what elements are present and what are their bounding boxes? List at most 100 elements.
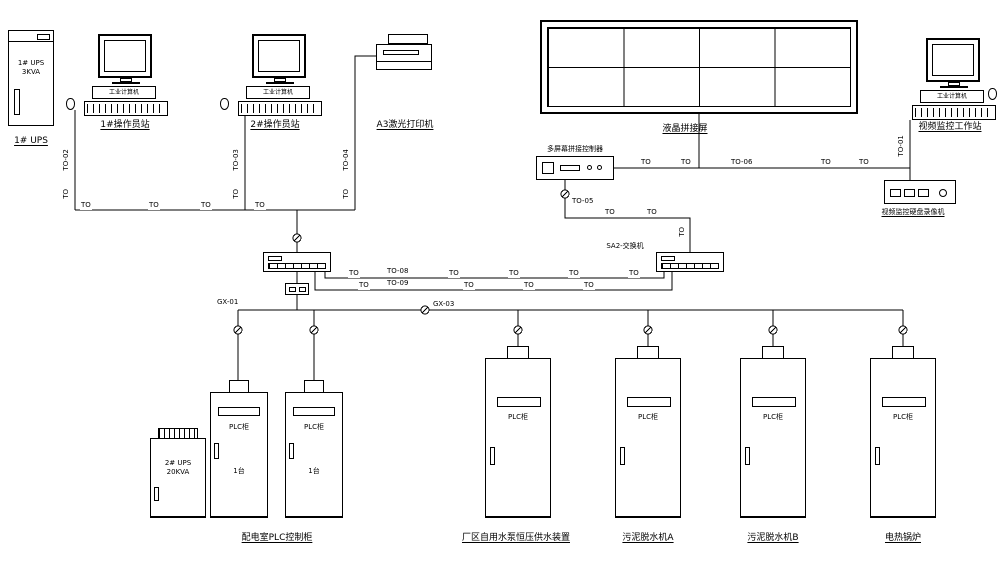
caption-power-room: 配电室PLC控制柜 (241, 533, 313, 543)
wall-controller (536, 156, 614, 180)
ups1-caption: 1# UPS (14, 136, 48, 146)
cable-tick: TO (508, 269, 520, 278)
plc-cabinet-6: PLC柜 (870, 346, 936, 518)
switch-led-panel (661, 256, 675, 261)
ups1-indicator (37, 34, 50, 40)
switch-ports (268, 263, 326, 269)
cabinet-body: PLC柜 (485, 358, 551, 518)
dvr-port (918, 189, 929, 197)
junction-slash (514, 326, 522, 334)
monitor-stand (948, 82, 960, 86)
ups2-nameplate: 2# UPS 20KVA (151, 459, 205, 477)
operator1-station: 工业计算机 (66, 34, 186, 118)
cable-label-to09: TO-09 (386, 279, 410, 288)
cabinet-label: PLC柜 (507, 413, 528, 421)
cabinet-body: PLC柜 1台 (210, 392, 268, 518)
cable-tick: TO (820, 158, 832, 167)
keyboard-keys (87, 104, 165, 113)
cable-label-to02: TO-02 (62, 144, 71, 175)
network-switch-right (656, 252, 724, 272)
cabinet-body: PLC柜 1台 (285, 392, 343, 518)
cable-tick: TO (628, 269, 640, 278)
media-converter (285, 283, 309, 295)
cabinet-body: PLC柜 (870, 358, 936, 518)
cable-tick: TO (640, 158, 652, 167)
dvr-knob (939, 189, 947, 197)
cabinet-handle (745, 447, 750, 465)
monitor-screen (104, 40, 146, 72)
switch-ports (661, 263, 719, 269)
caption-sludge-b: 污泥脱水机B (747, 533, 799, 543)
monitor-screen (258, 40, 300, 72)
keyboard-icon (238, 101, 322, 116)
monitor-icon (252, 34, 306, 78)
operator1-caption: 1#操作员站 (100, 120, 150, 130)
printer-line (377, 61, 431, 62)
caption-sludge-a: 污泥脱水机A (622, 533, 674, 543)
cable-tick: TO (568, 269, 580, 278)
cable-tick: TO (583, 281, 595, 290)
junction-slash (561, 190, 569, 198)
cable-tick: TO (148, 201, 160, 210)
cabinet-handle (620, 447, 625, 465)
cable-label-gx01: GX-01 (216, 298, 240, 307)
cable-tick: TO (358, 281, 370, 290)
printer-caption: A3激光打印机 (376, 120, 434, 130)
ups2-name-line1: 2# UPS (164, 459, 192, 467)
monitor-station: 工业计算机 (904, 38, 1000, 122)
keyboard-keys (241, 104, 319, 113)
ups1-slot (14, 89, 20, 115)
cabinet-slot (497, 397, 541, 407)
junction-slash (769, 326, 777, 334)
printer (374, 34, 434, 78)
pc-nameplate: 工业计算机 (246, 86, 310, 99)
video-wall-grid (547, 27, 851, 107)
junction-slash (310, 326, 318, 334)
operator2-caption: 2#操作员站 (250, 120, 300, 130)
cable-tick: TO (232, 184, 241, 203)
cable-tick: TO (80, 201, 92, 210)
mouse-icon (220, 98, 229, 110)
converter-port (289, 287, 296, 292)
controller-knob (597, 165, 602, 170)
cabinet-handle (214, 443, 219, 459)
cabinet-slot (218, 407, 260, 416)
controller-vent (560, 165, 580, 171)
video-wall-caption: 液晶拼接屏 (662, 124, 708, 134)
cable-tick: TO (342, 184, 351, 203)
cable-tick: TO (254, 201, 266, 210)
dvr-port (890, 189, 901, 197)
cable-label-gx03: GX-03 (432, 300, 456, 309)
video-wall (540, 20, 858, 114)
keyboard-keys (915, 108, 993, 117)
caption-water-pump: 厂区自用水泵恒压供水装置 (461, 533, 570, 543)
ups1-vent-line (9, 41, 53, 42)
operator2-station: 工业计算机 (220, 34, 340, 118)
cable-label-to06: TO-06 (730, 158, 754, 167)
cable-label-to01: TO-01 (897, 130, 906, 161)
monitor-base (112, 82, 140, 84)
cable-tick: TO (678, 222, 687, 241)
cabinet-label: PLC柜 (762, 413, 783, 421)
dvr-unit (884, 180, 956, 204)
junction-slash (421, 306, 429, 314)
wall-controller-caption: 多屏幕拼接控制器 (547, 145, 603, 153)
ups1-name-line2: 3KVA (21, 68, 41, 77)
cable-label-to03: TO-03 (232, 144, 241, 175)
cable-tick: TO (680, 158, 692, 167)
monitor-stand (274, 78, 286, 82)
cabinet-slot (627, 397, 671, 407)
dvr-port (904, 189, 915, 197)
cable-label-to05: TO-05 (571, 197, 595, 206)
junction-slash (234, 326, 242, 334)
monitor-station-caption: 视频监控工作站 (918, 122, 982, 132)
junction-slash (899, 326, 907, 334)
monitor-stand (120, 78, 132, 82)
plc-cabinet-3: PLC柜 (485, 346, 551, 518)
mouse-icon (988, 88, 997, 100)
plc-cabinet-2: PLC柜 1台 (285, 380, 343, 518)
cabinet-handle (289, 443, 294, 459)
cabinet-slot (293, 407, 335, 416)
ups1-tower: 1# UPS 3KVA (8, 30, 54, 126)
cable-label-to08: TO-08 (386, 267, 410, 276)
